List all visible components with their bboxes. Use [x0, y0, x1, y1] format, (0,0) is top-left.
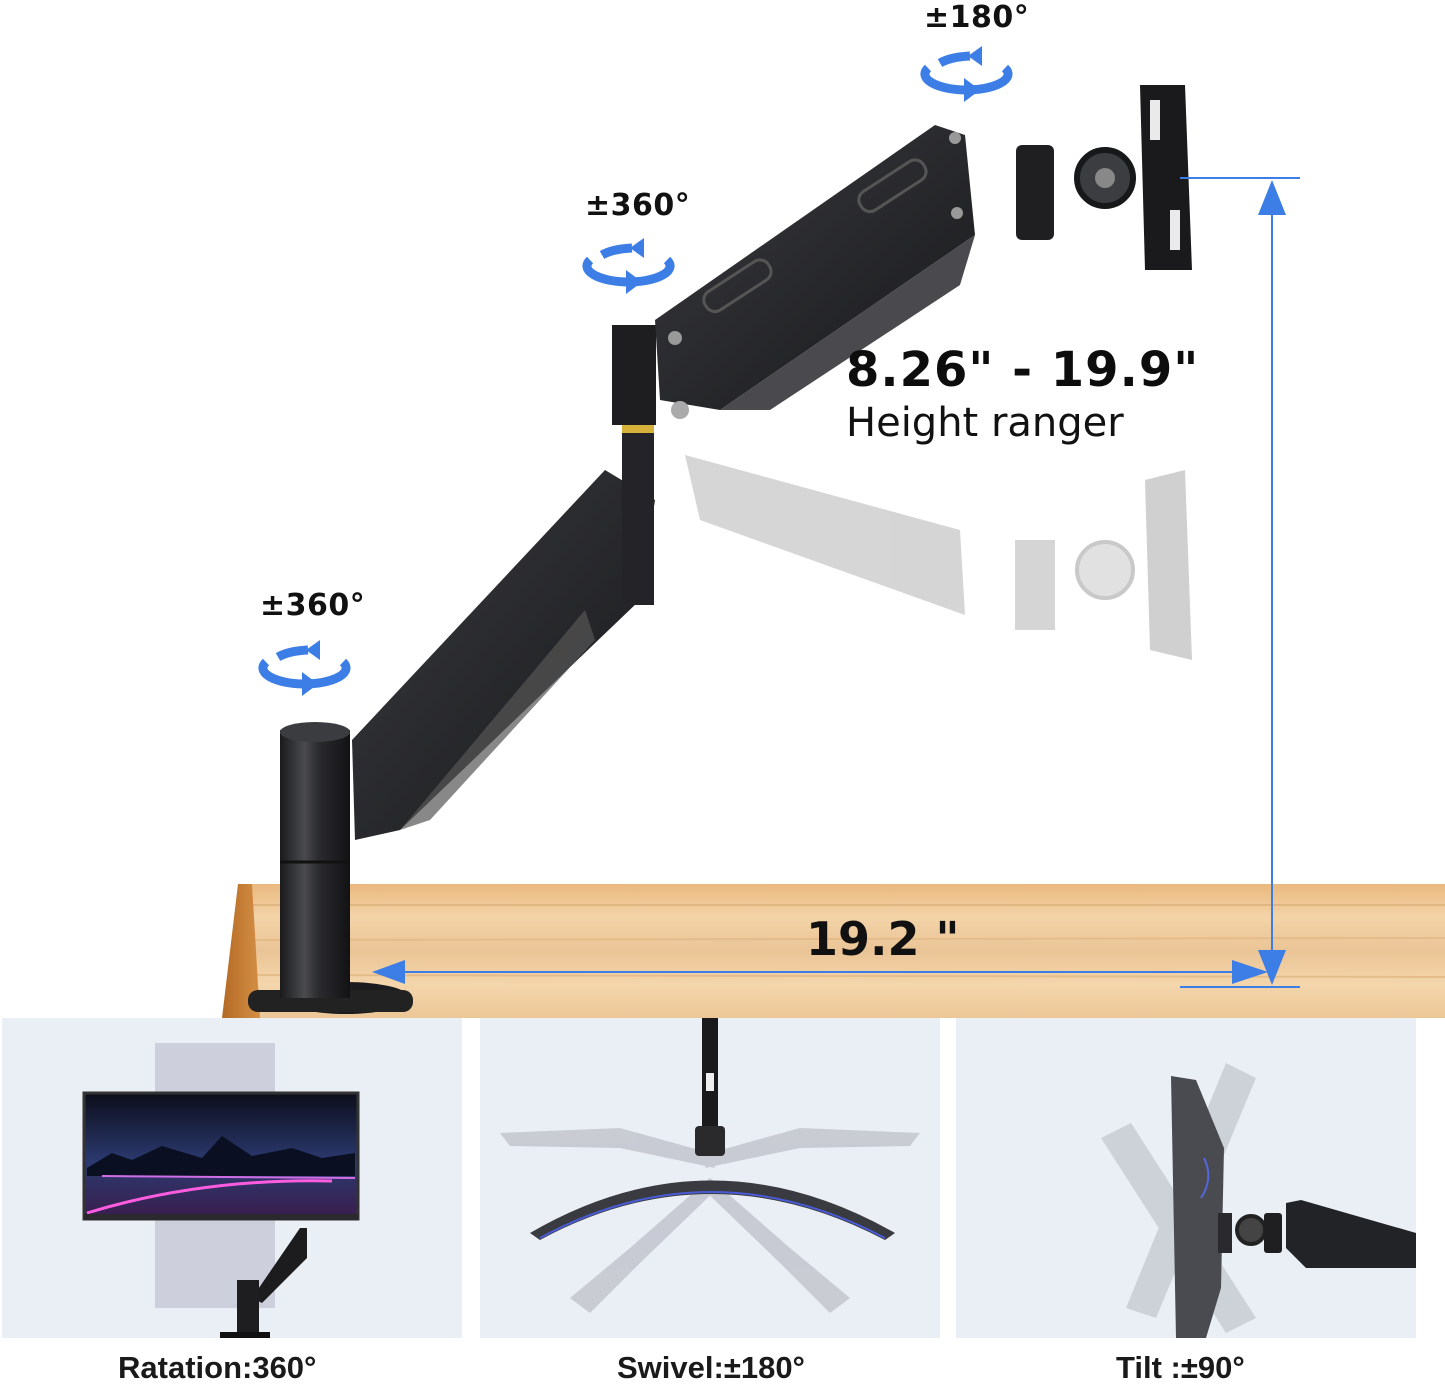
swivel-caption: Swivel:±180°	[617, 1350, 805, 1385]
rotate-arrows-icon	[582, 238, 675, 294]
head-rotation-label: ±180°	[924, 0, 1030, 35]
rotation-caption: Ratation:360°	[118, 1350, 317, 1385]
dimension-lines	[372, 177, 1300, 988]
elbow-rotation-label: ±360°	[585, 188, 691, 223]
height-range-label: Height ranger	[846, 400, 1124, 446]
hero-section: ±180° ±360° ±360° 8.26" - 19.9" Height r…	[222, 0, 1445, 1018]
rotate-arrows-icon	[258, 640, 351, 696]
rotate-arrows-icon	[920, 46, 1013, 102]
swivel-demo-illustration	[500, 1018, 920, 1313]
base-rotation-label: ±360°	[260, 588, 366, 623]
desk-illustration	[222, 85, 1445, 1018]
arm-extension-value: 19.2 "	[806, 912, 960, 966]
height-range-value: 8.26" - 19.9"	[846, 342, 1200, 398]
rotation-panel	[2, 1018, 462, 1338]
tilt-demo-illustration	[1101, 1063, 1416, 1338]
tilt-caption: Tilt :±90°	[1116, 1350, 1245, 1385]
rotation-demo-illustration	[82, 1043, 360, 1338]
swivel-panel	[480, 1018, 940, 1338]
tilt-panel	[956, 1018, 1416, 1338]
